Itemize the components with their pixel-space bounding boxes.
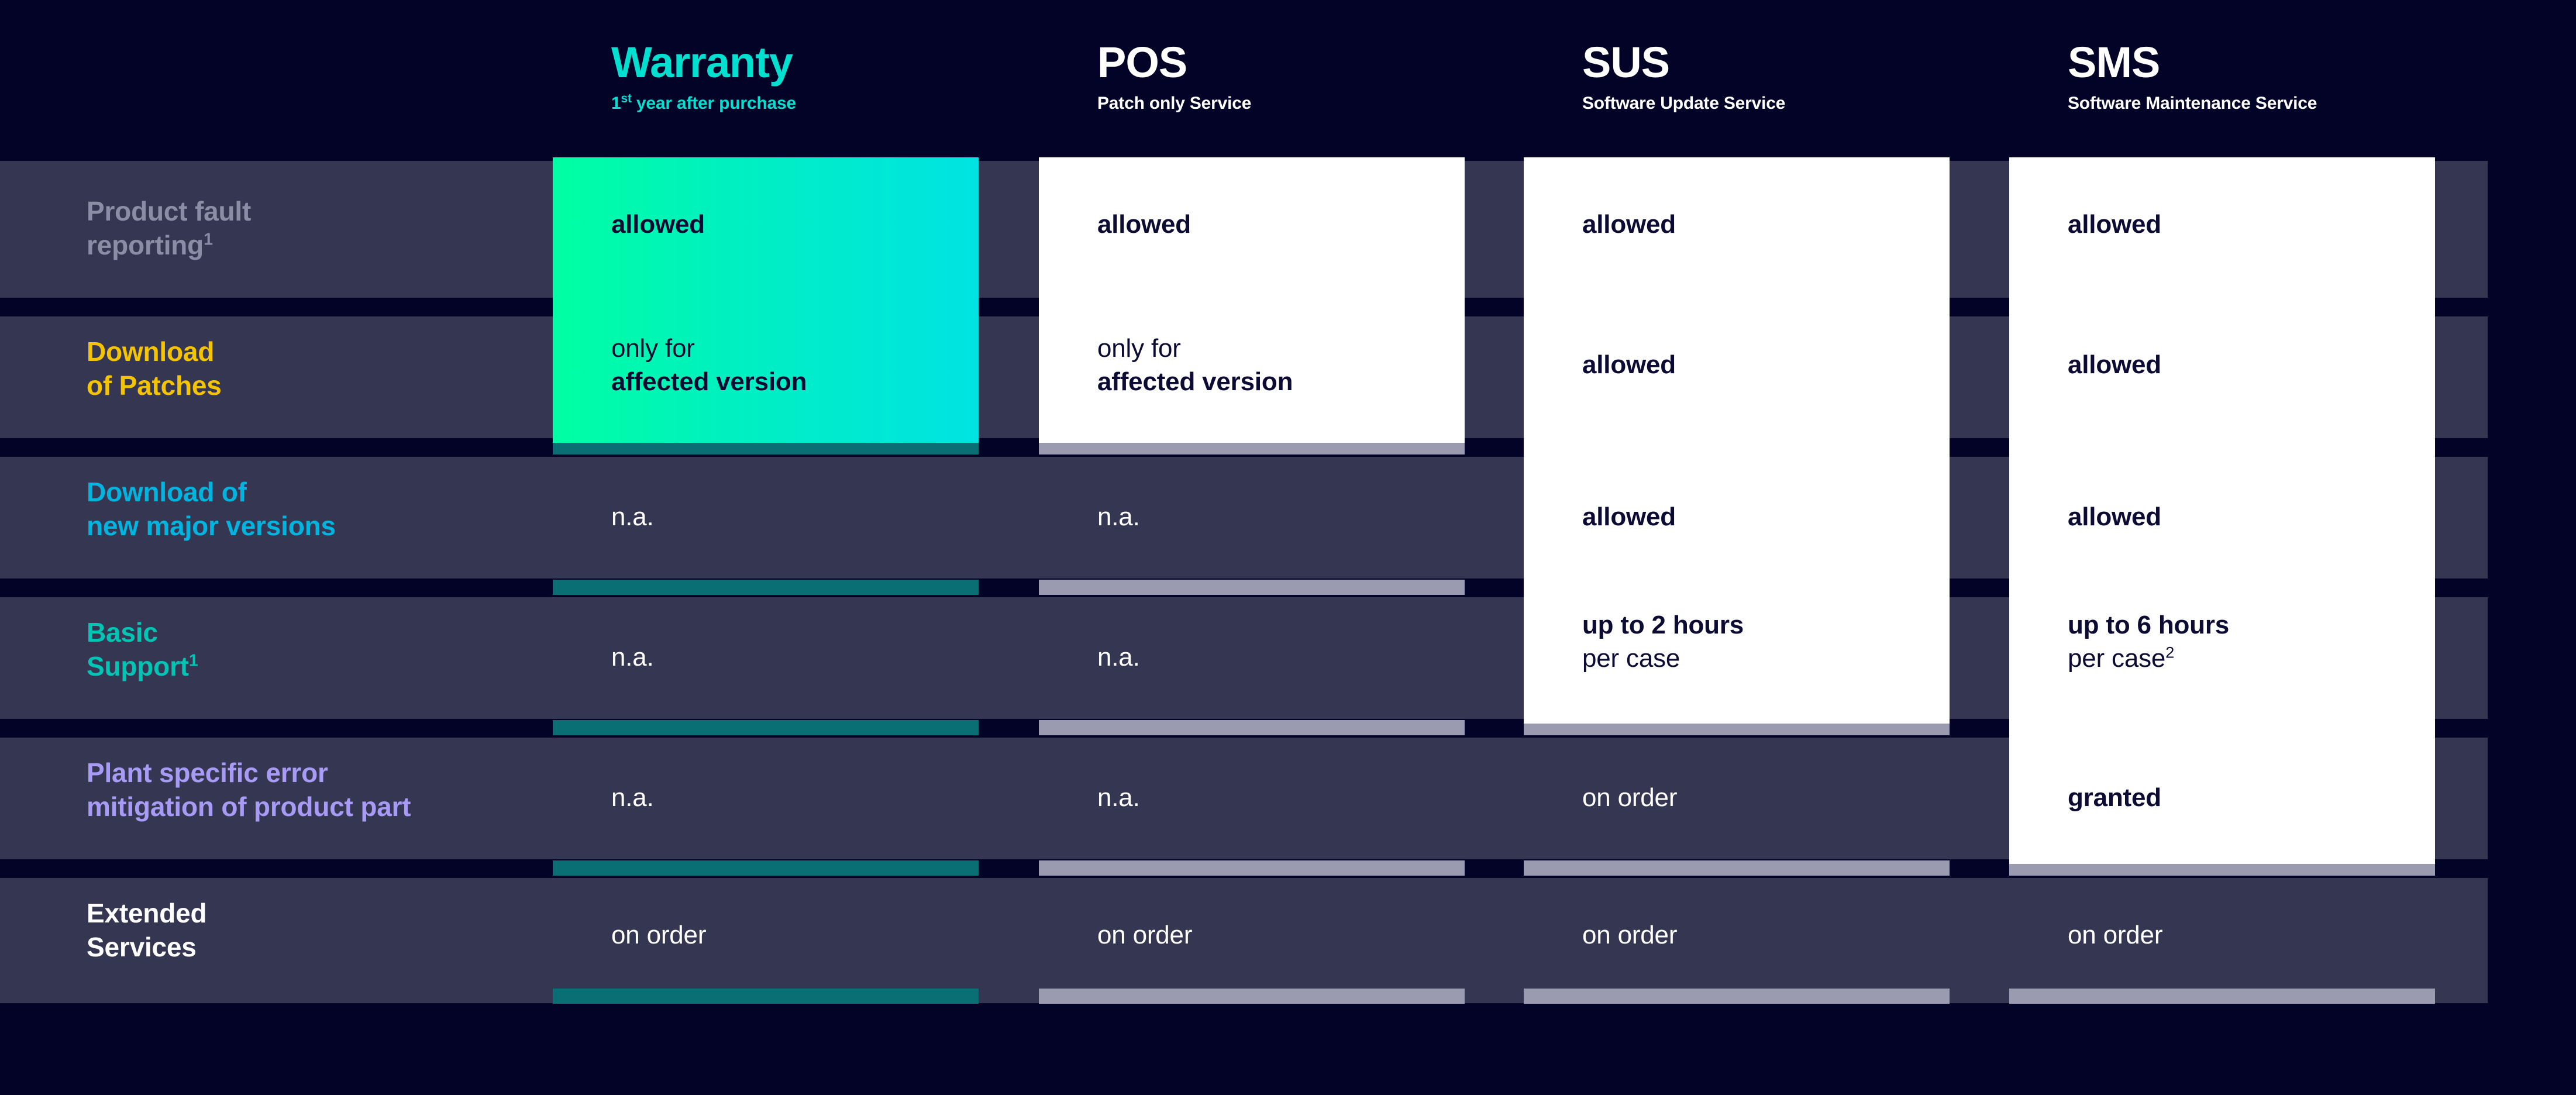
card-pos[interactable]: [1039, 157, 1465, 443]
row-label-plant-specific-error-mitigation: Plant specific error mitigation of produ…: [87, 757, 411, 822]
card-shadow-pos-row6: [1039, 989, 1465, 1004]
cell-sus-plant-specific-error-mitigation: on order: [1582, 783, 1678, 812]
column-header-warranty: Warranty 1st year after purchase: [611, 41, 796, 112]
cell-sms-extended-services: on order: [2068, 921, 2163, 949]
column-subtitle: 1st year after purchase: [611, 92, 796, 113]
card-shadow-sms-row6: [2009, 989, 2435, 1004]
cell-pos-download-new-major-versions: n.a.: [1097, 502, 1140, 531]
cell-sus-extended-services: on order: [1582, 921, 1678, 949]
card-shadow-warranty-row5: [553, 860, 979, 876]
cell-pos-basic-support: n.a.: [1097, 643, 1140, 672]
row-label-download-of-patches: Download of Patches: [87, 336, 222, 401]
cell-sms-download-of-patches: allowed: [2068, 350, 2161, 379]
cell-warranty-download-of-patches: only for affected version: [611, 334, 807, 397]
row-label-product-fault-reporting: Product fault reporting1: [87, 196, 252, 260]
cell-sms-download-new-major-versions: allowed: [2068, 502, 2161, 531]
card-shadow-warranty-row6: [553, 989, 979, 1004]
column-header-pos: POS Patch only Service: [1097, 41, 1251, 112]
column-header-sus: SUS Software Update Service: [1582, 41, 1785, 112]
column-subtitle: Patch only Service: [1097, 94, 1252, 113]
cell-pos-product-fault-reporting: allowed: [1097, 210, 1191, 239]
cell-pos-extended-services: on order: [1097, 921, 1193, 949]
card-shadow-pos-row3: [1039, 580, 1465, 595]
card-warranty[interactable]: [553, 157, 979, 443]
cell-warranty-download-new-major-versions: n.a.: [611, 502, 654, 531]
card-shadow-warranty-row4: [553, 720, 979, 735]
cell-pos-plant-specific-error-mitigation: n.a.: [1097, 783, 1140, 812]
card-sus[interactable]: [1524, 157, 1950, 724]
row-label-basic-support: Basic Support1: [87, 617, 198, 681]
column-abbr: SUS: [1582, 38, 1670, 87]
cell-warranty-product-fault-reporting: allowed: [611, 210, 705, 239]
cell-sms-basic-support: up to 6 hours per case2: [2068, 611, 2230, 673]
card-sms[interactable]: [2009, 157, 2435, 864]
cell-pos-download-of-patches: only for affected version: [1097, 334, 1293, 397]
row-band: [0, 863, 2488, 1003]
cell-warranty-basic-support: n.a.: [611, 643, 654, 672]
column-subtitle: Software Maintenance Service: [2068, 94, 2317, 113]
row-label-download-new-major-versions: Download of new major versions: [87, 477, 336, 541]
cell-sms-plant-specific-error-mitigation: granted: [2068, 783, 2161, 812]
card-shadow-pos-row5: [1039, 860, 1465, 876]
cell-sus-product-fault-reporting: allowed: [1582, 210, 1676, 239]
row-label-extended-services: Extended Services: [87, 898, 207, 962]
card-shadow-sus-row6: [1524, 989, 1950, 1004]
card-shadow-sus-row5: [1524, 860, 1950, 876]
column-header-sms: SMS Software Maintenance Service: [2068, 41, 2317, 112]
card-shadow-pos-row4: [1039, 720, 1465, 735]
column-abbr: SMS: [2068, 38, 2160, 87]
cell-sus-download-of-patches: allowed: [1582, 350, 1676, 379]
cell-sus-basic-support: up to 2 hours per case: [1582, 611, 1744, 673]
column-subtitle: Software Update Service: [1582, 94, 1786, 113]
cell-sms-product-fault-reporting: allowed: [2068, 210, 2161, 239]
card-shadow-warranty-row3: [553, 580, 979, 595]
cell-warranty-plant-specific-error-mitigation: n.a.: [611, 783, 654, 812]
cell-warranty-extended-services: on order: [611, 921, 707, 949]
cell-sus-download-new-major-versions: allowed: [1582, 502, 1676, 531]
column-abbr: Warranty: [611, 38, 793, 87]
column-abbr: POS: [1097, 38, 1187, 87]
